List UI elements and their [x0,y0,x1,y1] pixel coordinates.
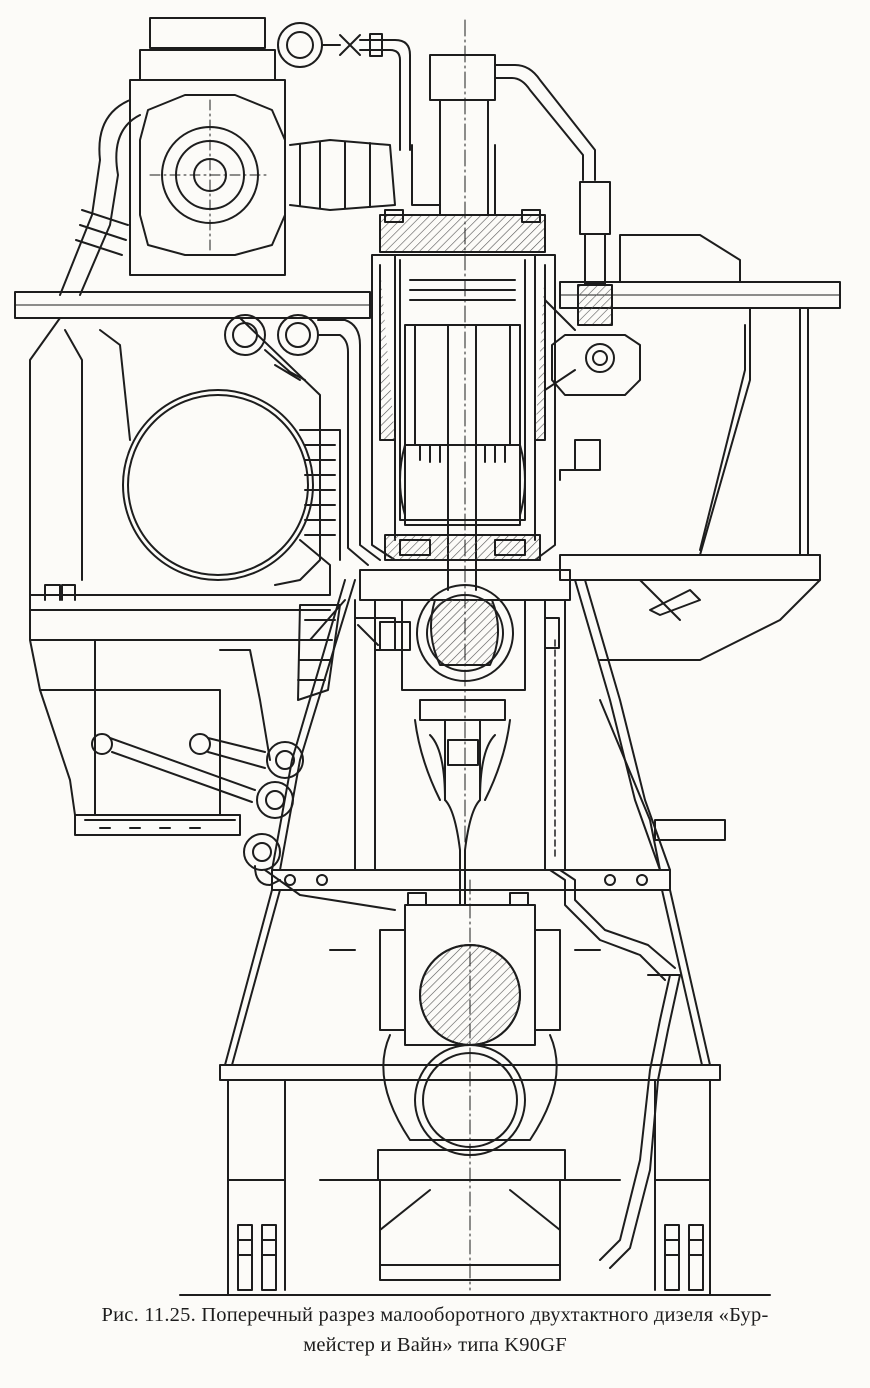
right-scavenge-box [559,307,821,661]
turbocharger [59,17,396,296]
oil-drain-pipe [549,869,681,1269]
bedplate [179,1064,771,1296]
caption-line-2: мейстер и Вайн» типа K90GF [303,1334,567,1356]
top-pipework [277,22,596,181]
auxiliary-pipes [224,314,381,566]
crosshead [354,569,571,861]
main-bearing-crankshaft [377,879,566,1291]
scavenge-air-receiver [29,317,346,691]
right-casing [599,699,726,871]
figure-caption: Рис. 11.25. Поперечный разрез малооборот… [0,1300,870,1360]
cylinder-assembly [371,54,556,591]
fuel-system [544,181,641,481]
frame-box-beam [224,869,711,1066]
engine-cross-section-drawing [14,17,841,1296]
left-lower-casing [39,604,396,911]
caption-line-1: Рис. 11.25. Поперечный разрез малооборот… [101,1304,769,1326]
a-frame-columns [271,579,671,906]
